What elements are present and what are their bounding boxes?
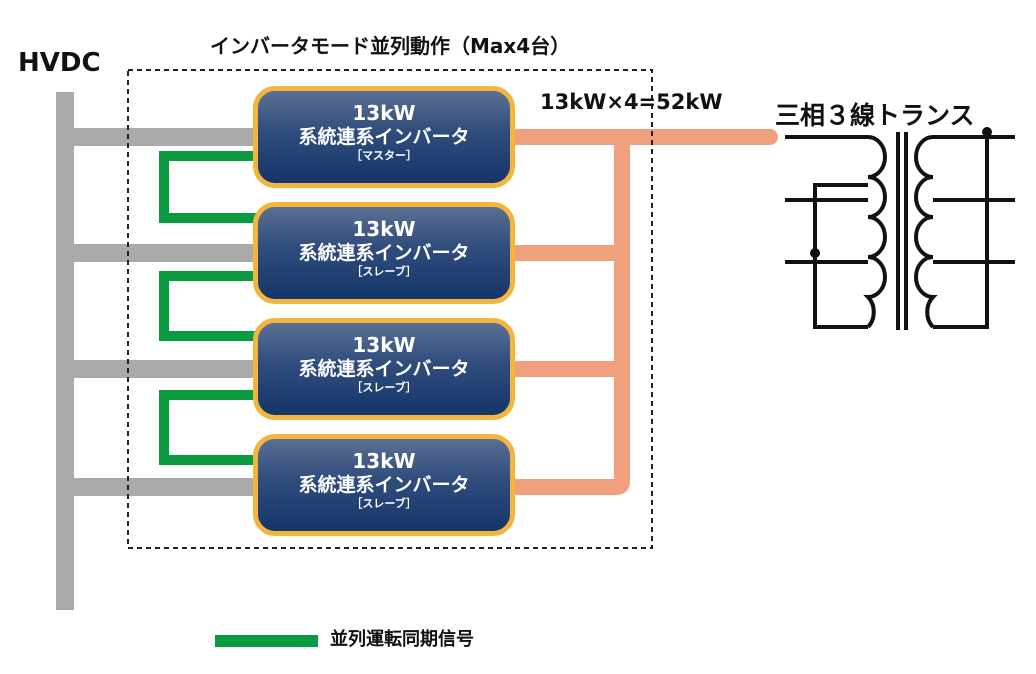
dc-bus [56, 92, 258, 610]
total-power-label: 13kW×4=52kW [540, 90, 723, 114]
parallel-frame-label: インバータモード並列動作（Max4台） [210, 34, 571, 58]
transformer-node-dot [982, 127, 992, 137]
inverter-role: ［スレーブ］ [351, 381, 417, 394]
inverter-role: ［マスター］ [351, 149, 417, 162]
sync-signal-lines [159, 151, 258, 465]
hvdc-label: HVDC [18, 48, 101, 78]
inverter-name: 系統連系インバータ [298, 474, 470, 496]
inverter-slave-2: 13kW 系統連系インバータ ［スレーブ］ [253, 318, 515, 420]
legend-label: 並列運転同期信号 [330, 629, 474, 650]
transformer-label: 三相３線トランス [775, 101, 975, 130]
inverter-role: ［スレーブ］ [351, 497, 417, 510]
inverter-power: 13kW [352, 101, 416, 125]
inverter-power: 13kW [352, 217, 416, 241]
inverter-name: 系統連系インバータ [298, 242, 470, 264]
inverter-name: 系統連系インバータ [298, 126, 470, 148]
inverter-power: 13kW [352, 449, 416, 473]
inverter-role: ［スレーブ］ [351, 265, 417, 278]
transformer-node-dot [810, 248, 820, 258]
parallel-operation-frame [127, 69, 653, 549]
inverter-power: 13kW [352, 333, 416, 357]
inverter-name: 系統連系インバータ [298, 358, 470, 380]
ac-bus [507, 129, 778, 495]
inverter-master: 13kW 系統連系インバータ ［マスター］ [253, 86, 515, 188]
inverter-slave-1: 13kW 系統連系インバータ ［スレーブ］ [253, 202, 515, 304]
inverter-slave-3: 13kW 系統連系インバータ ［スレーブ］ [253, 434, 515, 536]
transformer-symbol [785, 132, 1015, 330]
